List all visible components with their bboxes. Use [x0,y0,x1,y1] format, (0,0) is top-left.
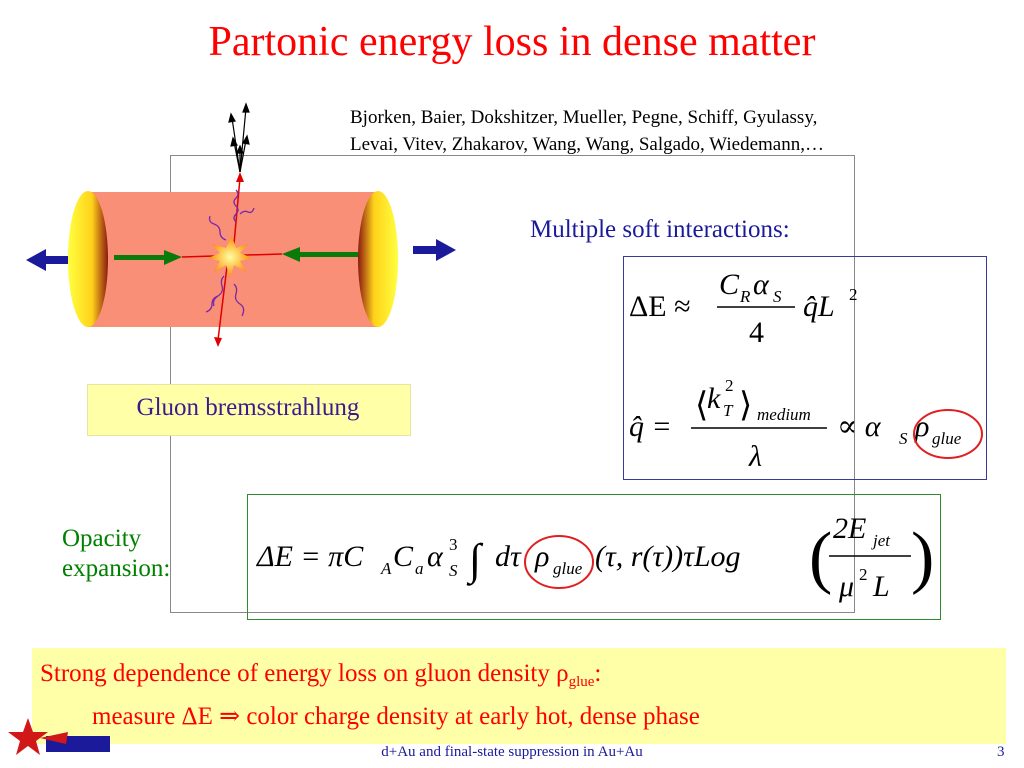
svg-text:S: S [899,429,908,448]
svg-text:3: 3 [449,535,458,554]
emitted-particles [228,102,250,173]
summary-line-2: measure ΔE ⇒ color charge density at ear… [92,703,700,730]
svg-text:ρ: ρ [534,540,549,573]
rho-glue-highlight-circle [913,409,983,459]
svg-text:): ) [911,519,934,596]
opacity-expansion-label: Opacity expansion: [62,524,170,584]
footer-text: d+Au and final-state suppression in Au+A… [381,744,643,760]
opacity-formula-box [247,494,941,620]
svg-text:α: α [427,540,444,573]
right-outgoing-arrow [413,239,456,261]
soft-interactions-formula-box [623,256,987,480]
svg-text:L: L [872,570,890,603]
svg-text:⟩: ⟩ [739,387,752,424]
svg-text:(τ, r(τ))τLog: (τ, r(τ))τLog [595,540,741,573]
rho-glue-highlight-circle-2 [524,535,594,589]
svg-text:ΔE ≈: ΔE ≈ [629,290,691,323]
svg-text:medium: medium [757,405,811,424]
svg-text:λ: λ [748,440,762,473]
svg-text:C: C [393,540,414,573]
svg-text:T: T [723,401,734,420]
page-number: 3 [997,744,1005,760]
svg-text:2E: 2E [833,512,866,545]
transport-coefficient-equation: q̂ = ⟨ k T 2 ⟩ medium λ ∝ α S ρ glue [629,376,983,473]
collision-burst [208,236,252,278]
svg-text:a: a [415,559,424,578]
summary-line-1-end: : [594,660,602,687]
left-incoming-arrow [114,250,182,265]
summary-line-1-text: Strong dependence of energy loss on gluo… [40,660,569,687]
svg-text:q̂L: q̂L [803,290,835,323]
svg-text:2: 2 [725,376,734,395]
svg-text:⟨: ⟨ [695,387,708,424]
svg-text:q̂ =: q̂ = [629,410,672,443]
summary-line-1-sub: glue [568,674,595,690]
gluon-radiation [205,189,255,317]
jet-down [217,257,229,341]
right-incoming-arrow [282,247,358,262]
svg-text:ρ: ρ [914,410,929,443]
svg-text:A: A [380,559,392,578]
opacity-label-line-2: expansion: [62,555,171,582]
soft-interactions-label: Multiple soft interactions: [530,216,790,243]
summary-box [32,648,1006,744]
star-logo-icon [8,718,110,755]
svg-text:4: 4 [749,316,764,349]
soft-interaction-equations: ΔE ≈ C R α S 4 q̂L 2 q̂ = ⟨ k T 2 ⟩ medi… [629,268,983,473]
summary-line-1: Strong dependence of energy loss on gluo… [40,660,601,691]
bremsstrahlung-caption-box [87,384,411,436]
svg-text:2: 2 [849,285,858,304]
svg-text:μ: μ [838,570,854,603]
svg-text:k: k [707,382,721,415]
svg-text:2: 2 [859,565,868,584]
svg-text:glue: glue [932,429,962,448]
svg-text:R: R [739,287,751,306]
svg-text:ΔE = πC: ΔE = πC [256,540,364,573]
svg-text:∝ α: ∝ α [837,410,882,443]
slide-title: Partonic energy loss in dense matter [208,19,816,65]
svg-text:S: S [773,287,782,306]
opacity-label-line-1: Opacity [62,525,142,552]
energy-loss-equation: ΔE ≈ C R α S 4 q̂L 2 [629,268,858,349]
svg-text:glue: glue [553,559,583,578]
jet-up [232,177,241,256]
svg-text:S: S [449,561,458,580]
svg-text:dτ: dτ [495,540,522,573]
left-outgoing-arrow [26,249,68,271]
bremsstrahlung-caption: Gluon bremsstrahlung [136,394,360,421]
author-list: Bjorken, Baier, Dokshitzer, Mueller, Peg… [350,104,1010,158]
svg-text:∫: ∫ [466,535,484,586]
svg-text:α: α [753,268,770,301]
svg-text:(: ( [809,519,832,596]
collision-diagram [26,102,456,347]
svg-text:C: C [719,268,740,301]
svg-text:jet: jet [871,531,891,550]
author-line-1: Bjorken, Baier, Dokshitzer, Mueller, Peg… [350,107,818,128]
author-line-2: Levai, Vitev, Zhakarov, Wang, Wang, Salg… [350,134,824,155]
opacity-expansion-equation: ΔE = πC A C a α 3 S ∫ dτ ρ glue (τ, r(τ)… [256,512,934,603]
